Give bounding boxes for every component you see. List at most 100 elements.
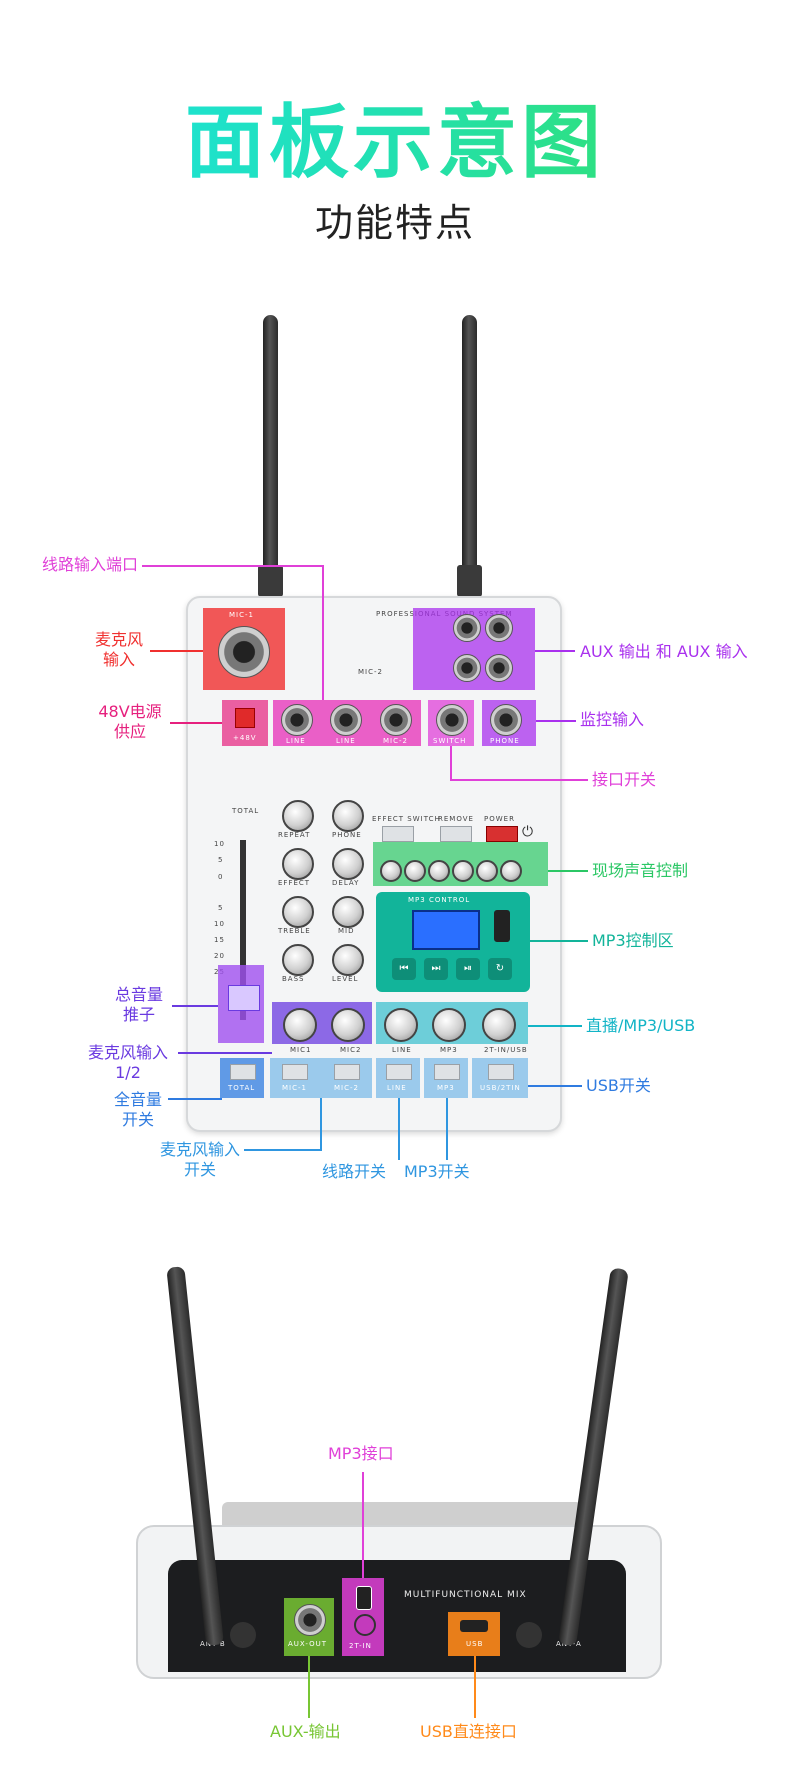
fader-tick-5: 15 — [214, 936, 225, 944]
delay-knob[interactable] — [332, 848, 364, 880]
aux-jack-1[interactable] — [453, 614, 481, 642]
fader-tick-0: 10 — [214, 840, 225, 848]
aux-jack-3[interactable] — [453, 654, 481, 682]
live-sound-knob-3[interactable] — [428, 860, 450, 882]
label-48v: 48V电源 供应 — [98, 702, 162, 741]
level-knob[interactable] — [332, 944, 364, 976]
mid-knob[interactable] — [332, 896, 364, 928]
mp3-level-knob[interactable] — [432, 1008, 466, 1042]
phantom-label: +48V — [233, 734, 257, 742]
label-mp3-port: MP3接口 — [328, 1444, 394, 1463]
phone-knob[interactable] — [332, 800, 364, 832]
usb-switch[interactable] — [488, 1064, 514, 1080]
label-usb-direct-port: USB直连接口 — [420, 1722, 517, 1741]
label-aux-io: AUX 输出 和 AUX 输入 — [580, 642, 748, 661]
aux-out-label: AUX-OUT — [288, 1640, 327, 1648]
knob-label-repeat: REPEAT — [278, 831, 311, 839]
switch-label-total: TOTAL — [228, 1084, 256, 1092]
line-level-knob[interactable] — [384, 1008, 418, 1042]
usb-slot[interactable] — [494, 910, 510, 942]
leader-aux-output — [308, 1656, 310, 1718]
label-monitor-input: 监控输入 — [580, 710, 645, 729]
knob-label-delay: DELAY — [332, 879, 360, 887]
phone-jack[interactable] — [490, 704, 522, 736]
leader-live-sound — [548, 870, 588, 872]
usb-port[interactable] — [460, 1620, 488, 1632]
label-master-switch: 全音量 开关 — [113, 1090, 162, 1129]
effect-knob[interactable] — [282, 848, 314, 880]
switch-label-line: LINE — [387, 1084, 407, 1092]
jack-label-phone: PHONE — [490, 737, 520, 745]
live-sound-knob-5[interactable] — [476, 860, 498, 882]
mp3-switch[interactable] — [434, 1064, 460, 1080]
switch-label-mp3: MP3 — [437, 1084, 455, 1092]
knob-label-level: LEVEL — [332, 975, 359, 983]
aux-jack-4[interactable] — [485, 654, 513, 682]
line-switch[interactable] — [386, 1064, 412, 1080]
mic1-level-knob[interactable] — [283, 1008, 317, 1042]
mp3-display — [412, 910, 480, 950]
effect-switch-button[interactable] — [382, 826, 414, 842]
mic2-label: MIC-2 — [358, 668, 383, 676]
rear-antenna-left-base — [230, 1622, 256, 1648]
fader-tick-1: 5 — [218, 856, 224, 864]
leader-master-fader — [172, 1005, 218, 1007]
mic2-switch[interactable] — [334, 1064, 360, 1080]
play-pause-button[interactable]: ⏯ — [456, 958, 480, 980]
mic1-switch[interactable] — [282, 1064, 308, 1080]
page-title: 面板示意图 — [0, 78, 790, 194]
prev-button[interactable]: ⏮ — [392, 958, 416, 980]
knob-label-mid: MID — [338, 927, 355, 935]
rear-panel — [168, 1560, 626, 1672]
two-t-in-label: 2T-IN — [349, 1642, 372, 1650]
two-t-in-port[interactable] — [356, 1586, 372, 1610]
power-icon: ⏻ — [522, 824, 534, 840]
bottom-knob-label-mic1: MIC1 — [290, 1046, 312, 1054]
aux-jack-2[interactable] — [485, 614, 513, 642]
bass-knob[interactable] — [282, 944, 314, 976]
power-button[interactable] — [486, 826, 518, 842]
leader-48v — [170, 722, 222, 724]
repeat-knob[interactable] — [282, 800, 314, 832]
phantom-button[interactable] — [235, 708, 255, 728]
leader-master-switch — [168, 1098, 222, 1100]
leader-usb-direct — [474, 1656, 476, 1718]
line-jack-1[interactable] — [281, 704, 313, 736]
jack-label-line-2: LINE — [336, 737, 356, 745]
knob-label-effect: EFFECT — [278, 879, 311, 887]
leader-line-input-port-v — [322, 565, 324, 700]
switch-label-usb: USB/2TIN — [480, 1084, 521, 1092]
fader-tick-2: 0 — [218, 873, 224, 881]
live-sound-knob-2[interactable] — [404, 860, 426, 882]
switch-jack[interactable] — [436, 704, 468, 736]
line-jack-2[interactable] — [330, 704, 362, 736]
remove-button[interactable] — [440, 826, 472, 842]
knob-label-treble: TREBLE — [278, 927, 311, 935]
leader-monitor — [536, 720, 576, 722]
mic1-xlr-jack[interactable] — [218, 626, 270, 678]
bottom-knob-label-mic2: MIC2 — [340, 1046, 362, 1054]
live-sound-knob-4[interactable] — [452, 860, 474, 882]
aux-out-jack[interactable] — [294, 1604, 326, 1636]
leader-mic-input — [150, 650, 203, 652]
mic2-level-knob[interactable] — [331, 1008, 365, 1042]
usb-level-knob[interactable] — [482, 1008, 516, 1042]
next-button[interactable]: ⏭ — [424, 958, 448, 980]
antenna-right — [462, 315, 477, 600]
leader-mic-switch-v — [320, 1098, 322, 1150]
antenna-left — [263, 315, 278, 600]
live-sound-knob-6[interactable] — [500, 860, 522, 882]
total-switch[interactable] — [230, 1064, 256, 1080]
fader-knob[interactable] — [228, 985, 260, 1011]
label-mic-input: 麦克风 输入 — [94, 630, 143, 669]
knob-label-bass: BASS — [282, 975, 305, 983]
leader-mp3-switch — [446, 1098, 448, 1160]
antenna-left-base — [258, 565, 283, 597]
label-live-sound-control: 现场声音控制 — [592, 861, 689, 880]
repeat-button[interactable]: ↻ — [488, 958, 512, 980]
mic1-label: MIC-1 — [229, 611, 254, 619]
live-sound-knob-1[interactable] — [380, 860, 402, 882]
treble-knob[interactable] — [282, 896, 314, 928]
mic2-jack[interactable] — [380, 704, 412, 736]
label-live-mp3-usb: 直播/MP3/USB — [586, 1016, 696, 1035]
